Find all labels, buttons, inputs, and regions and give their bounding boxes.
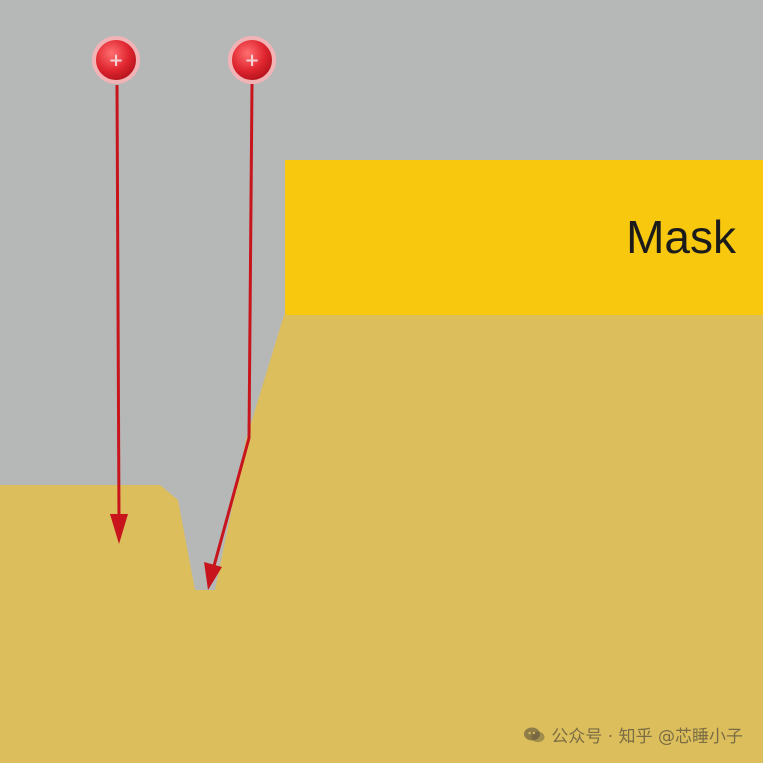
ion-2-arrowhead xyxy=(204,562,222,590)
ion-1-trajectory-line xyxy=(115,84,121,521)
mask-layer xyxy=(285,160,763,315)
ion-2-sign: + xyxy=(244,50,259,71)
wechat-icon xyxy=(524,727,545,742)
substrate-profile xyxy=(0,315,763,763)
ion-2-circle xyxy=(228,36,276,84)
mask-label: Mask xyxy=(626,211,737,263)
ion-1-trajectory xyxy=(110,84,128,544)
watermark-text: 公众号 · 知乎 @芯睡小子 xyxy=(551,727,743,747)
ion-1-arrowhead xyxy=(110,514,128,544)
ion-1: + xyxy=(92,36,140,84)
ion-2-trajectory-line xyxy=(212,83,254,567)
ion-1-sign: + xyxy=(108,50,123,71)
ion-2: + xyxy=(228,36,276,84)
ion-2-trajectory xyxy=(204,83,254,590)
watermark: 公众号 · 知乎 @芯睡小子 xyxy=(523,722,743,747)
ion-1-circle xyxy=(92,36,140,84)
